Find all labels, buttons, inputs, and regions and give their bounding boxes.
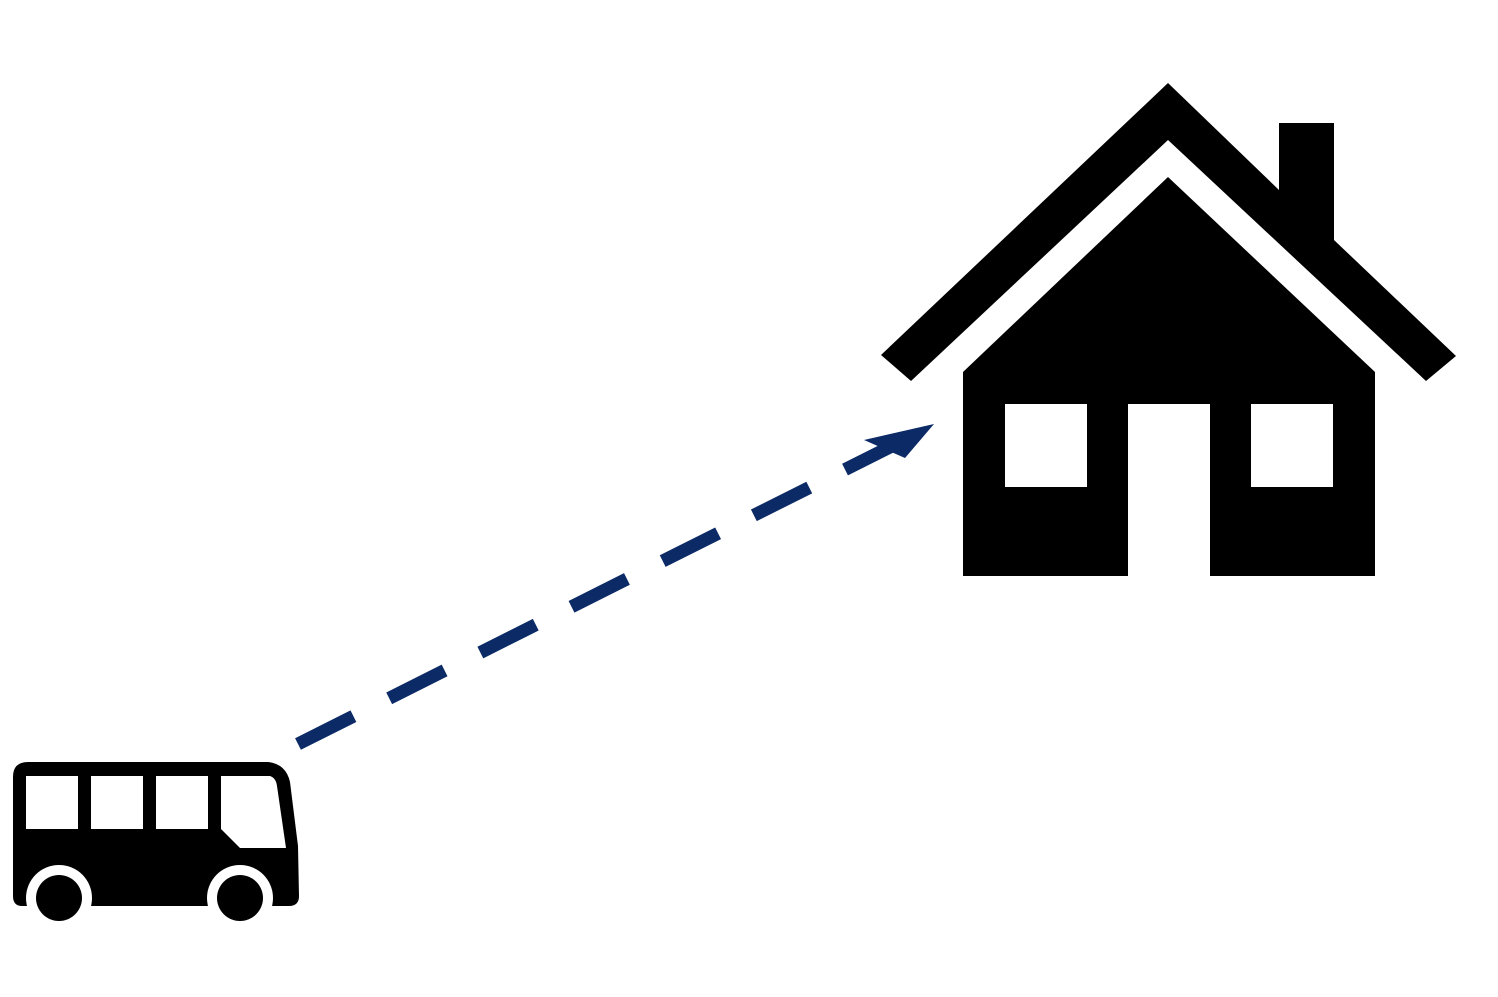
house-icon <box>881 83 1456 576</box>
house-window-left <box>1005 404 1087 487</box>
connector-arrow <box>295 424 934 750</box>
house-window-right <box>1251 404 1333 487</box>
bus-window-1 <box>26 776 78 829</box>
bus-window-2 <box>91 776 143 829</box>
bus-wheel-rear <box>36 875 82 921</box>
bus-window-3 <box>156 776 208 829</box>
bus-window-front <box>221 776 286 848</box>
bus-icon <box>13 762 299 931</box>
bus-wheel-front <box>217 875 263 921</box>
dashed-connector-line <box>295 435 905 750</box>
house-roof <box>881 83 1456 381</box>
arrowhead <box>864 424 934 458</box>
